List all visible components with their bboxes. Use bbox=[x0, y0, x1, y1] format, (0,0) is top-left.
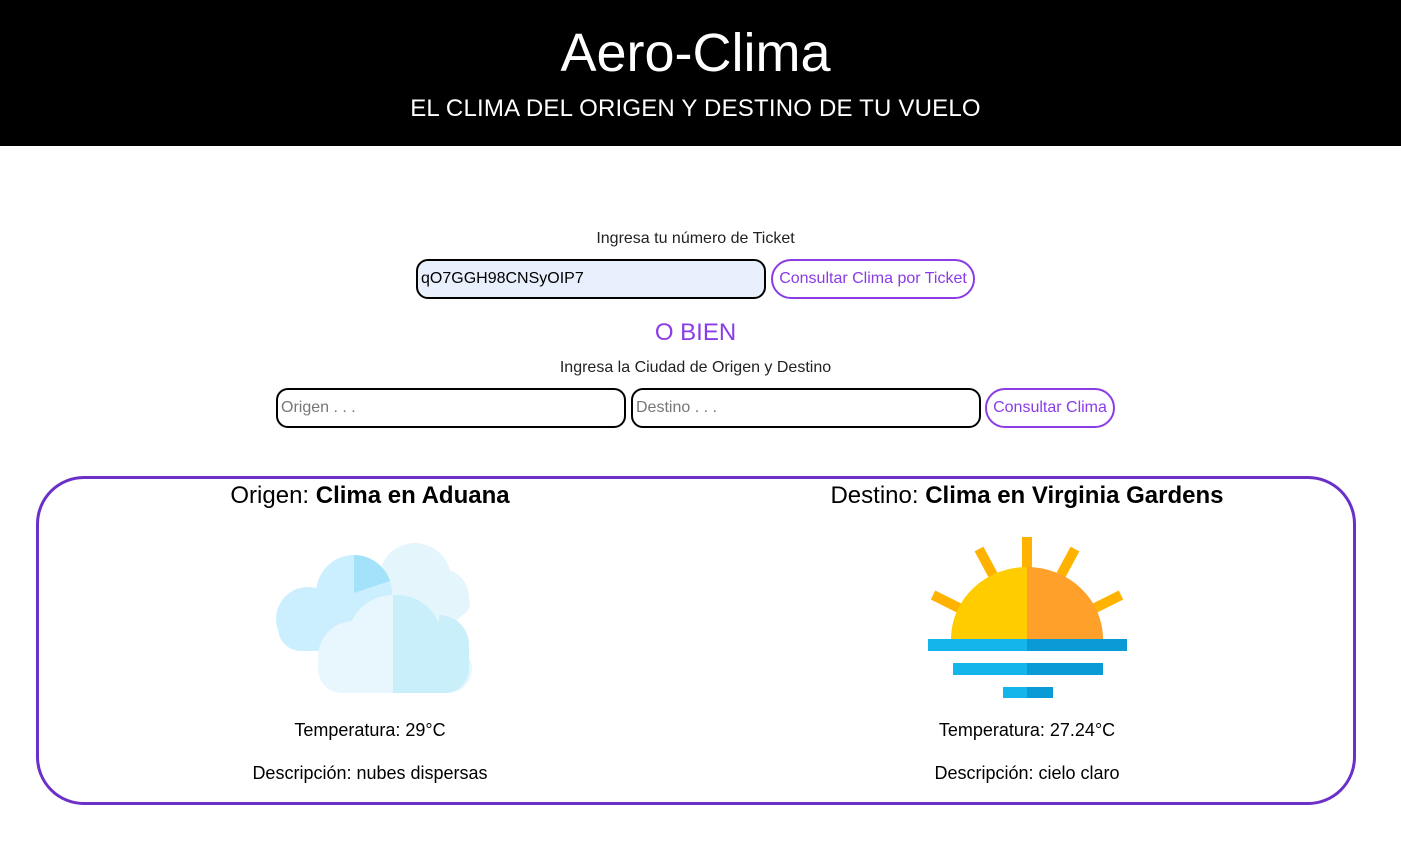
destination-prefix: Destino: bbox=[830, 482, 919, 509]
destination-input[interactable] bbox=[631, 388, 981, 428]
app-title: Aero-Clima bbox=[560, 23, 831, 83]
scattered-clouds-icon bbox=[268, 535, 472, 702]
destination-heading: Destino: Clima en Virginia Gardens bbox=[717, 481, 1337, 511]
destination-temperature: Temperatura: 27.24°C bbox=[938, 720, 1116, 740]
page-header: Aero-Clima EL CLIMA DEL ORIGEN Y DESTINO… bbox=[0, 0, 1401, 146]
origin-heading: Origen: Clima en Aduana bbox=[60, 481, 680, 511]
destination-description: Descripción: cielo claro bbox=[934, 763, 1120, 783]
or-separator: O BIEN bbox=[654, 319, 737, 346]
app-subtitle: EL CLIMA DEL ORIGEN Y DESTINO DE TU VUEL… bbox=[410, 95, 981, 122]
destination-city-title: Clima en Virginia Gardens bbox=[925, 482, 1224, 509]
ticket-label: Ingresa tu número de Ticket bbox=[596, 230, 795, 247]
origin-description: Descripción: nubes dispersas bbox=[252, 763, 488, 783]
consult-weather-button[interactable]: Consultar Clima bbox=[985, 388, 1115, 428]
ticket-input[interactable] bbox=[416, 259, 766, 299]
origin-temperature: Temperatura: 29°C bbox=[294, 720, 446, 740]
clear-sky-sun-icon bbox=[925, 535, 1129, 704]
origin-prefix: Origen: bbox=[230, 482, 310, 509]
weather-results-card: Origen: Clima en Aduana bbox=[36, 476, 1356, 805]
origin-city-title: Clima en Aduana bbox=[315, 482, 510, 509]
cities-label: Ingresa la Ciudad de Origen y Destino bbox=[559, 359, 832, 376]
consult-by-ticket-button[interactable]: Consultar Clima por Ticket bbox=[771, 259, 975, 299]
origin-input[interactable] bbox=[276, 388, 626, 428]
